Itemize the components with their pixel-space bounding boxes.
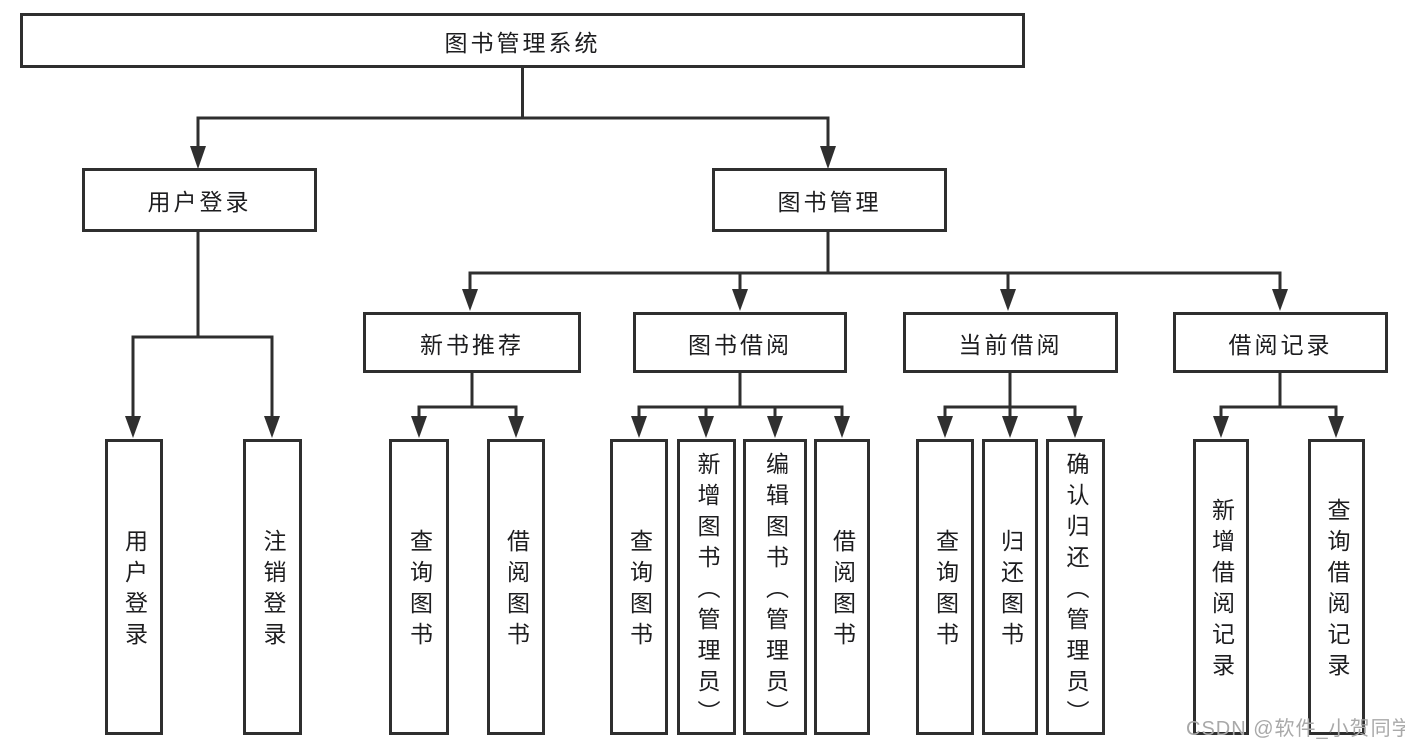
leaf-label: 归还图书: [997, 529, 1024, 653]
leaf-record-add-borrow-record: 新增借阅记录: [1193, 439, 1249, 735]
node-new-book-recommend: 新书推荐: [363, 312, 581, 373]
leaf-label: 查询借阅记录: [1324, 498, 1350, 684]
node-root-label: 图书管理系统: [444, 29, 601, 56]
leaf-label: 确认归还（管理员）: [1063, 451, 1089, 731]
node-book-management: 图书管理: [712, 168, 947, 232]
node-new-book-recommend-label: 新书推荐: [420, 331, 524, 358]
csdn-watermark: CSDN @软件_小贺同学: [1186, 718, 1405, 740]
leaf-record-query-borrow-record: 查询借阅记录: [1308, 439, 1365, 735]
leaf-label: 新增借阅记录: [1208, 498, 1235, 684]
leaf-label: 查询图书: [932, 529, 959, 653]
leaf-current-query-books: 查询图书: [916, 439, 974, 735]
leaf-borrow-edit-books-admin: 编辑图书（管理员）: [743, 439, 807, 735]
leaf-current-return-books: 归还图书: [982, 439, 1038, 735]
node-book-borrow-label: 图书借阅: [688, 331, 792, 358]
leaf-borrow-borrow-books: 借阅图书: [814, 439, 870, 735]
node-user-login: 用户登录: [82, 168, 317, 232]
leaf-newbook-borrow-books: 借阅图书: [487, 439, 545, 735]
node-current-borrow-label: 当前借阅: [958, 331, 1063, 358]
leaf-label: 查询图书: [406, 529, 433, 653]
node-borrow-record: 借阅记录: [1173, 312, 1388, 373]
leaf-user-login: 用户登录: [105, 439, 163, 735]
leaf-logout: 注销登录: [243, 439, 302, 735]
leaf-label: 注销登录: [260, 529, 286, 653]
node-user-login-label: 用户登录: [147, 189, 252, 215]
leaf-current-confirm-return-admin: 确认归还（管理员）: [1046, 439, 1105, 735]
leaf-label: 借阅图书: [829, 529, 856, 653]
leaf-borrow-add-books-admin: 新增图书（管理员）: [677, 439, 736, 735]
node-current-borrow: 当前借阅: [903, 312, 1118, 373]
leaf-borrow-query-books: 查询图书: [610, 439, 668, 735]
node-root: 图书管理系统: [20, 13, 1025, 68]
leaf-label: 编辑图书（管理员）: [762, 451, 789, 731]
leaf-label: 新增图书（管理员）: [694, 451, 720, 731]
leaf-label: 查询图书: [626, 529, 653, 653]
leaf-newbook-query-books: 查询图书: [389, 439, 449, 735]
node-book-management-label: 图书管理: [777, 189, 882, 215]
node-borrow-record-label: 借阅记录: [1228, 331, 1333, 358]
leaf-label: 用户登录: [121, 529, 148, 653]
leaf-label: 借阅图书: [503, 529, 530, 653]
node-book-borrow: 图书借阅: [633, 312, 847, 373]
